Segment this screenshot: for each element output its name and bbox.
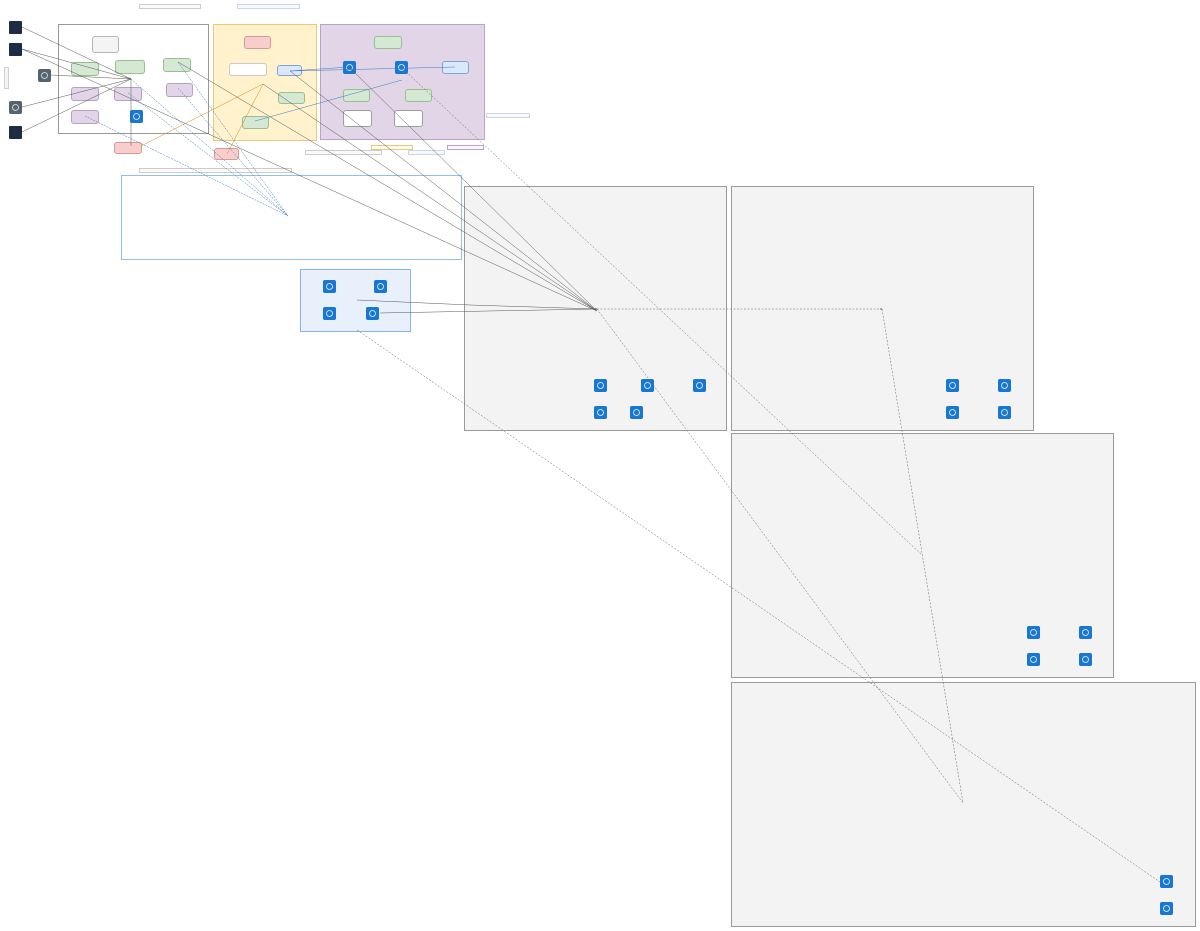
node-pink[interactable]	[214, 148, 239, 160]
service-icon	[1027, 653, 1040, 666]
node-green[interactable]	[115, 60, 145, 74]
caption-box	[305, 150, 382, 155]
node-purple[interactable]	[71, 110, 99, 124]
purple-side-tag	[486, 113, 530, 118]
service-icon	[998, 379, 1011, 392]
zone-gray-4	[731, 682, 1196, 927]
zone-gray-3	[731, 433, 1114, 678]
service-icon	[323, 307, 336, 320]
service-icon	[374, 280, 387, 293]
service-icon	[130, 110, 143, 123]
node-green[interactable]	[242, 116, 269, 129]
external-system-icon	[9, 21, 22, 34]
node-blue[interactable]	[277, 65, 302, 76]
header-box-1	[139, 4, 201, 9]
node-pink[interactable]	[114, 142, 142, 154]
node-box[interactable]	[92, 36, 119, 53]
node-green[interactable]	[374, 36, 402, 49]
header-box-2	[237, 4, 300, 9]
node-green[interactable]	[405, 89, 432, 102]
zone-gray-2	[731, 186, 1034, 431]
node-purple[interactable]	[166, 83, 193, 97]
user-icon	[38, 69, 51, 82]
service-icon	[366, 307, 379, 320]
service-icon	[343, 61, 356, 74]
service-icon	[693, 379, 706, 392]
caption-box-orange	[371, 145, 413, 150]
service-icon	[1079, 626, 1092, 639]
service-icon	[594, 379, 607, 392]
zone-blue-filled	[300, 269, 411, 332]
node-blue[interactable]	[442, 61, 469, 74]
service-icon	[630, 406, 643, 419]
node-green[interactable]	[343, 89, 370, 102]
service-icon	[395, 61, 408, 74]
zone-gray-1	[464, 186, 727, 431]
service-icon	[1160, 902, 1173, 915]
service-icon	[323, 280, 336, 293]
node-green[interactable]	[71, 62, 99, 76]
caption-box	[139, 168, 292, 173]
node-white[interactable]	[343, 110, 372, 127]
caption-box-blue	[408, 150, 445, 155]
service-icon	[946, 406, 959, 419]
node-pink[interactable]	[244, 36, 271, 49]
node-white[interactable]	[394, 110, 423, 127]
external-system-icon	[9, 126, 22, 139]
service-icon	[594, 406, 607, 419]
caption-box-purple	[447, 145, 484, 150]
user-icon	[9, 101, 22, 114]
service-icon	[946, 379, 959, 392]
node-purple[interactable]	[71, 87, 99, 101]
node-white[interactable]	[229, 63, 267, 76]
zone-blue-outline	[121, 175, 462, 260]
node-green[interactable]	[278, 92, 305, 104]
node-purple[interactable]	[114, 87, 142, 101]
scrollbar-strip	[4, 67, 9, 89]
node-green[interactable]	[163, 58, 191, 72]
service-icon	[641, 379, 654, 392]
external-system-icon	[9, 43, 22, 56]
service-icon	[1160, 875, 1173, 888]
service-icon	[998, 406, 1011, 419]
service-icon	[1027, 626, 1040, 639]
service-icon	[1079, 653, 1092, 666]
